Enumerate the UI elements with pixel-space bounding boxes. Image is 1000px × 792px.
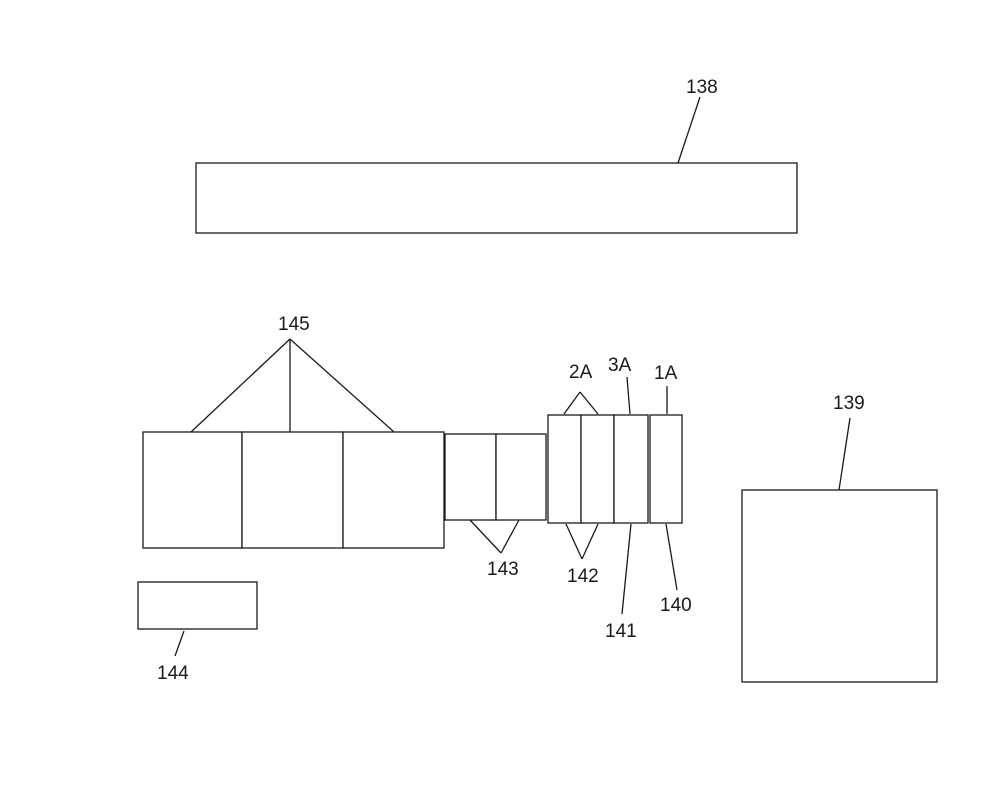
label-145: 145: [278, 314, 310, 335]
leader-141: [621, 523, 632, 615]
leader-138: [677, 96, 701, 164]
leader-2A-b: [579, 391, 599, 415]
leader-139: [838, 417, 851, 491]
leader-143-b: [500, 519, 520, 554]
leader-142-a: [565, 523, 583, 560]
slab-3A: [613, 414, 649, 524]
leader-144: [174, 630, 185, 657]
leader-145-a: [190, 338, 291, 433]
label-1A: 1A: [654, 363, 678, 384]
block-143-b: [495, 433, 547, 521]
block-143-a: [444, 433, 497, 521]
leader-145-c: [289, 338, 395, 433]
label-140: 140: [660, 595, 692, 616]
block-145-b: [241, 431, 344, 549]
label-138: 138: [686, 77, 718, 98]
label-141: 141: [605, 621, 637, 642]
slab-2A-b: [580, 414, 615, 524]
block-145-c: [342, 431, 445, 549]
slab-2A-a: [547, 414, 582, 524]
label-144: 144: [157, 663, 189, 684]
slab-1A: [649, 414, 683, 524]
label-3A: 3A: [608, 355, 632, 376]
block-144: [137, 581, 258, 630]
block-138: [195, 162, 798, 234]
block-139: [741, 489, 938, 683]
leader-2A-a: [563, 391, 581, 415]
label-2A: 2A: [569, 362, 593, 383]
label-142: 142: [567, 566, 599, 587]
leader-143-a: [469, 519, 502, 554]
leader-142-b: [581, 523, 599, 560]
leader-3A: [626, 376, 631, 415]
block-145-a: [142, 431, 243, 549]
leader-140: [665, 523, 678, 591]
label-139: 139: [833, 393, 865, 414]
label-143: 143: [487, 559, 519, 580]
